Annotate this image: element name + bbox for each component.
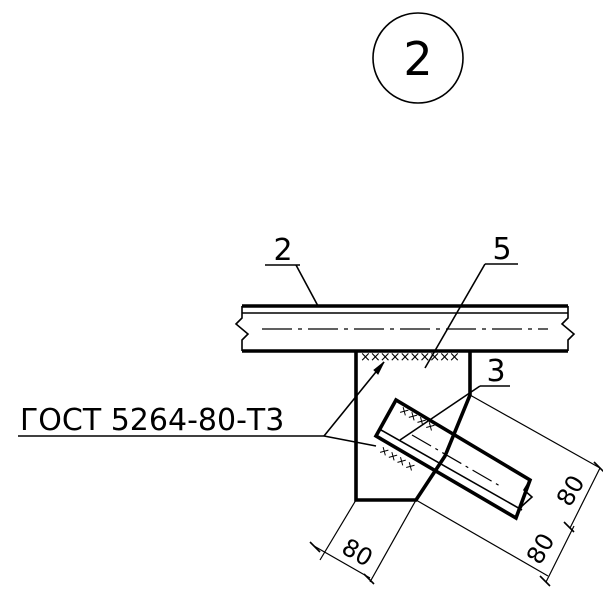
dimension-plate-80: 80 [309,499,417,585]
brace-break [515,479,534,519]
gusset-plate-outline [354,351,472,502]
weld-leader: ГОСТ 5264-80-Т3 [18,361,385,447]
leader-part-5-label: 5 [492,232,511,267]
brace-inner-line [380,429,523,511]
view-marker-label: 2 [403,32,432,86]
dimension-brace-80-top: 80 [469,394,603,533]
leader-part-3-label: 3 [486,354,505,389]
leader-part-5: 5 [424,232,518,369]
beam-break-right [560,306,576,351]
weld-leader-arrow [373,361,385,375]
leader-part-2-label: 2 [273,233,292,268]
view-marker: 2 [372,12,464,104]
leader-part-2: 2 [265,233,319,307]
dimension-brace-80-top-label: 80 [551,471,591,511]
beam-break-left [234,306,250,351]
weld-marks-top: ×××××××××× [360,350,459,365]
weld-standard-label: ГОСТ 5264-80-Т3 [20,403,284,438]
beam [234,304,576,353]
view-marker-circle [372,12,464,104]
brace-centerline [411,434,501,487]
leader-part-3: 3 [399,354,510,441]
dimension-brace-80-bottom: 80 [415,499,575,587]
dimension-brace-80-bottom-label: 80 [521,529,561,569]
gusset-plate: ×××××××××× [354,350,472,502]
dimension-plate-80-label: 80 [337,533,377,573]
